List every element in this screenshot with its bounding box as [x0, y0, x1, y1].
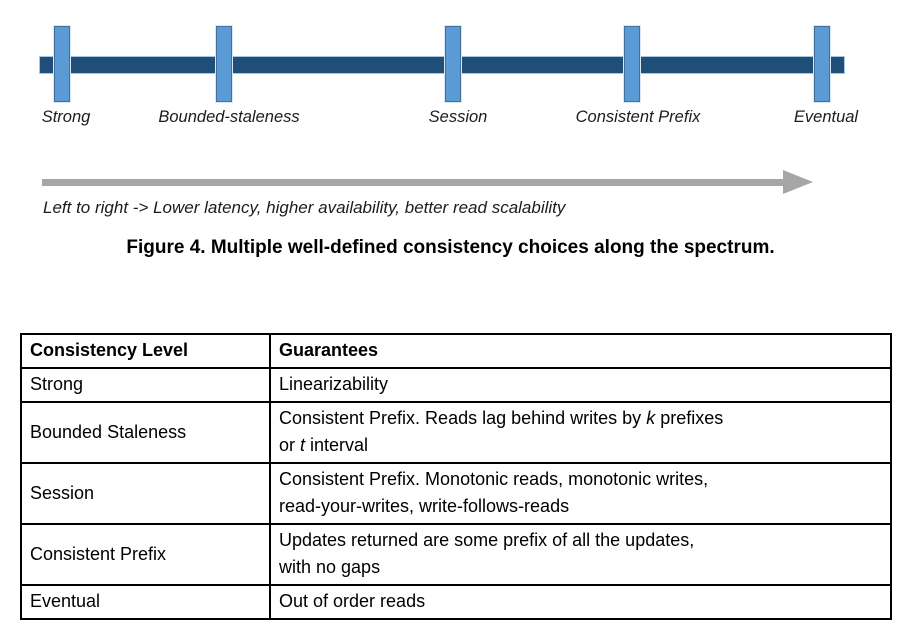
cell-guarantee: Consistent Prefix. Reads lag behind writ… — [269, 401, 892, 464]
cell-level: Eventual — [20, 584, 271, 620]
header-guarantees: Guarantees — [269, 333, 892, 369]
table-row-eventual: Eventual Out of order reads — [20, 584, 892, 620]
spectrum-tick-bounded-staleness — [216, 26, 232, 102]
tick-label-bounded-staleness: Bounded-staleness — [158, 108, 300, 126]
consistency-table: Consistency Level Guarantees Strong Line… — [20, 333, 892, 620]
cell-guarantee: Consistent Prefix. Monotonic reads, mono… — [269, 462, 892, 525]
arrow-shaft — [42, 179, 783, 186]
cell-guarantee: Out of order reads — [269, 584, 892, 620]
cell-level: Bounded Staleness — [20, 401, 271, 464]
tick-label-session: Session — [428, 108, 488, 126]
spectrum-tick-consistent-prefix — [624, 26, 640, 102]
tick-label-strong: Strong — [41, 108, 91, 126]
header-consistency-level: Consistency Level — [20, 333, 271, 369]
spectrum-tick-strong — [54, 26, 70, 102]
figure-caption: Figure 4. Multiple well-defined consiste… — [126, 237, 775, 258]
table-row-bounded-staleness: Bounded Staleness Consistent Prefix. Rea… — [20, 401, 892, 464]
cell-level: Session — [20, 462, 271, 525]
tick-label-consistent-prefix: Consistent Prefix — [575, 108, 701, 126]
table-row-session: Session Consistent Prefix. Monotonic rea… — [20, 462, 892, 525]
table-row-strong: Strong Linearizability — [20, 367, 892, 403]
cell-level: Strong — [20, 367, 271, 403]
spectrum-tick-session — [445, 26, 461, 102]
cell-level: Consistent Prefix — [20, 523, 271, 586]
table-row-consistent-prefix: Consistent Prefix Updates returned are s… — [20, 523, 892, 586]
table-header-row: Consistency Level Guarantees — [20, 333, 892, 369]
spectrum-tick-eventual — [814, 26, 830, 102]
tick-label-eventual: Eventual — [793, 108, 859, 126]
cell-guarantee: Updates returned are some prefix of all … — [269, 523, 892, 586]
arrow-head-icon — [783, 170, 813, 194]
cell-guarantee: Linearizability — [269, 367, 892, 403]
arrow-caption: Left to right -> Lower latency, higher a… — [43, 198, 566, 217]
spectrum-bar — [39, 56, 845, 74]
